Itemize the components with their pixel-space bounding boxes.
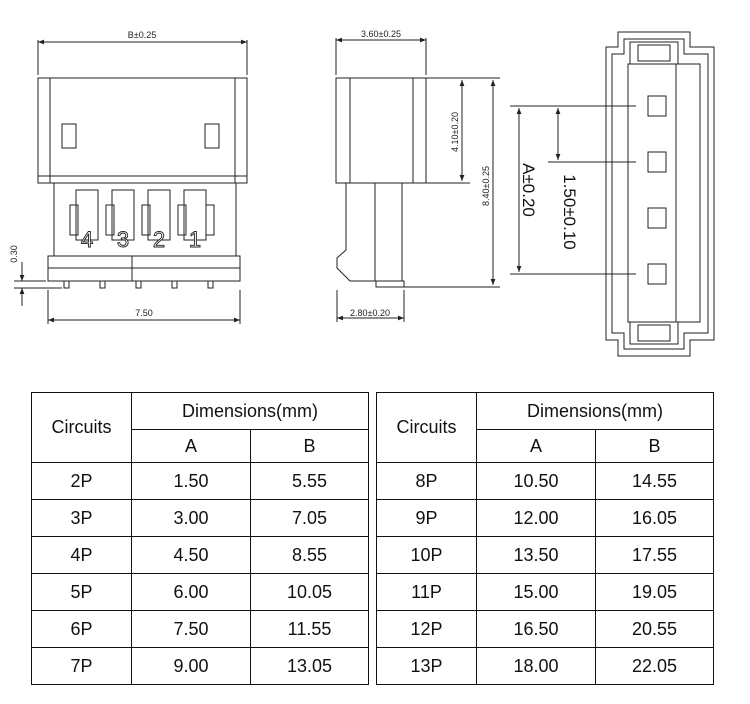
cell-circuits: 2P bbox=[31, 462, 132, 500]
cell-b: 13.05 bbox=[249, 647, 370, 685]
side-height-total-label: 8.40±0.25 bbox=[481, 166, 491, 206]
cell-b: 14.55 bbox=[594, 462, 715, 500]
side-pin bbox=[375, 280, 405, 288]
header-circuits: Circuits bbox=[31, 392, 132, 463]
circuit-number: 2 bbox=[153, 227, 165, 252]
side-height-upper-label: 4.10±0.20 bbox=[450, 112, 460, 152]
table-row: 4P 4.50 8.55 bbox=[31, 536, 370, 574]
front-lock-window-left bbox=[61, 123, 77, 149]
header-b: B bbox=[594, 429, 715, 463]
cell-circuits: 3P bbox=[31, 499, 132, 537]
cell-b: 10.05 bbox=[249, 573, 370, 611]
header-b: B bbox=[249, 429, 370, 463]
pin-side-view bbox=[510, 31, 715, 357]
cell-a: 4.50 bbox=[131, 536, 251, 574]
pitch-label: 1.50±0.10 bbox=[560, 174, 579, 250]
cell-a: 9.00 bbox=[131, 647, 251, 685]
cell-circuits: 6P bbox=[31, 610, 132, 648]
cell-circuits: 4P bbox=[31, 536, 132, 574]
table-row: 2P 1.50 5.55 bbox=[31, 462, 370, 500]
cell-a: 12.00 bbox=[476, 499, 596, 537]
dimensions-table-right: Circuits Dimensions(mm) A B 8P 10.50 14.… bbox=[376, 392, 715, 685]
table-row: 7P 9.00 13.05 bbox=[31, 647, 370, 685]
side-housing-lower bbox=[336, 182, 403, 282]
table-row: 13P 18.00 22.05 bbox=[376, 647, 715, 685]
front-lock-window-right bbox=[204, 123, 220, 149]
table-row: 8P 10.50 14.55 bbox=[376, 462, 715, 500]
cell-b: 17.55 bbox=[594, 536, 715, 574]
front-pins bbox=[63, 280, 214, 289]
circuit-number: 4 bbox=[81, 227, 93, 252]
header-a: A bbox=[131, 429, 251, 463]
cell-a: 13.50 bbox=[476, 536, 596, 574]
header-a: A bbox=[476, 429, 596, 463]
cell-circuits: 8P bbox=[376, 462, 477, 500]
cell-b: 8.55 bbox=[249, 536, 370, 574]
cell-b: 7.05 bbox=[249, 499, 370, 537]
cell-a: 7.50 bbox=[131, 610, 251, 648]
table-row: 6P 7.50 11.55 bbox=[31, 610, 370, 648]
cell-a: 6.00 bbox=[131, 573, 251, 611]
circuit-number: 1 bbox=[189, 227, 201, 252]
contact-window bbox=[647, 151, 667, 173]
cell-circuits: 13P bbox=[376, 647, 477, 685]
front-width-label: B±0.25 bbox=[128, 30, 156, 40]
pin-offset-label: 0.30 bbox=[9, 245, 19, 263]
side-housing-upper bbox=[335, 77, 427, 184]
front-circuit-numbers: 4 3 2 1 bbox=[80, 227, 201, 253]
header-dimensions: Dimensions(mm) bbox=[130, 392, 370, 430]
contact-window bbox=[647, 95, 667, 117]
table-row: 9P 12.00 16.05 bbox=[376, 499, 715, 537]
a-dimension-label: A±0.20 bbox=[519, 163, 538, 217]
cell-circuits: 10P bbox=[376, 536, 477, 574]
dimensions-table-left: Circuits Dimensions(mm) A B 2P 1.50 5.55… bbox=[31, 392, 370, 685]
connector-drawing: 4 3 2 1 B±0.25 7.50 0.30 3.60±0.25 2.80±… bbox=[9, 29, 715, 357]
table-row: 5P 6.00 10.05 bbox=[31, 573, 370, 611]
cell-a: 1.50 bbox=[131, 462, 251, 500]
cell-a: 3.00 bbox=[131, 499, 251, 537]
contact-window bbox=[647, 207, 667, 229]
table-row: 10P 13.50 17.55 bbox=[376, 536, 715, 574]
cell-b: 16.05 bbox=[594, 499, 715, 537]
pin-side-inner-body bbox=[627, 63, 701, 323]
circuit-number: 3 bbox=[117, 227, 129, 252]
cell-circuits: 12P bbox=[376, 610, 477, 648]
contact-window bbox=[647, 263, 667, 285]
front-terminal-cavities bbox=[69, 189, 215, 241]
header-circuits: Circuits bbox=[376, 392, 477, 463]
cell-a: 15.00 bbox=[476, 573, 596, 611]
cell-circuits: 5P bbox=[31, 573, 132, 611]
cell-a: 18.00 bbox=[476, 647, 596, 685]
side-view bbox=[335, 37, 500, 322]
cell-a: 16.50 bbox=[476, 610, 596, 648]
side-bottom-width-label: 2.80±0.20 bbox=[350, 308, 390, 318]
pitch-total-label: 7.50 bbox=[135, 308, 153, 318]
cell-circuits: 7P bbox=[31, 647, 132, 685]
side-top-width-label: 3.60±0.25 bbox=[361, 29, 401, 39]
cell-circuits: 11P bbox=[376, 573, 477, 611]
cell-b: 20.55 bbox=[594, 610, 715, 648]
cell-b: 22.05 bbox=[594, 647, 715, 685]
header-dimensions: Dimensions(mm) bbox=[475, 392, 715, 430]
cell-a: 10.50 bbox=[476, 462, 596, 500]
cell-b: 19.05 bbox=[594, 573, 715, 611]
cell-circuits: 9P bbox=[376, 499, 477, 537]
cell-b: 5.55 bbox=[249, 462, 370, 500]
table-row: 3P 3.00 7.05 bbox=[31, 499, 370, 537]
cell-b: 11.55 bbox=[249, 610, 370, 648]
front-view bbox=[14, 39, 248, 324]
table-row: 12P 16.50 20.55 bbox=[376, 610, 715, 648]
table-row: 11P 15.00 19.05 bbox=[376, 573, 715, 611]
front-housing-body bbox=[37, 77, 248, 184]
